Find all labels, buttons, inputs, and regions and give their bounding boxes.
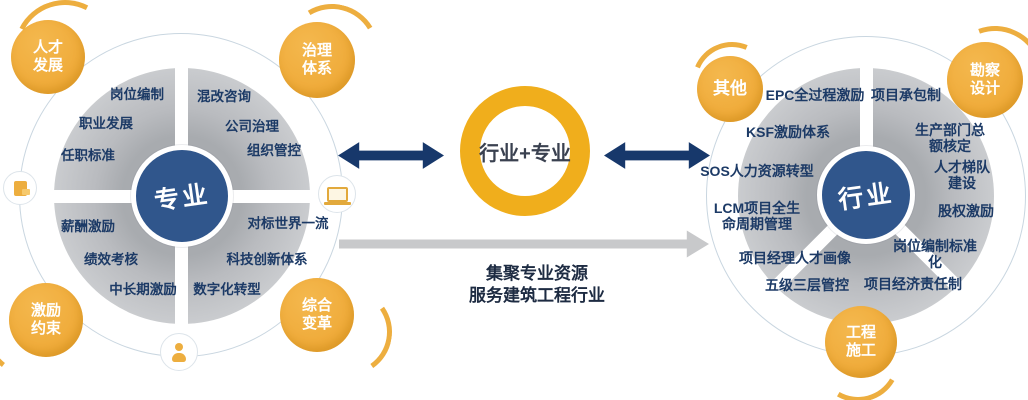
person-icon (160, 333, 198, 371)
right-wheel-item-3: KSF激励体系 (746, 124, 830, 140)
right-wheel-hub: 行业 (817, 146, 915, 244)
badge-talent-development: 人才 发展 (11, 20, 85, 94)
right-wheel-item-4: 生产部门总额核定 (915, 122, 985, 154)
right-double-arrow (604, 142, 710, 169)
left-wheel-item-5: 任职标准 (61, 148, 115, 163)
right-wheel-item-7: LCM项目全生 命周期管理 (713, 200, 801, 232)
document-icon (3, 171, 37, 205)
right-wheel-item-2: 项目承包制 (871, 87, 941, 103)
laptop-icon (318, 175, 356, 213)
left-wheel-item-1: 岗位编制 (110, 87, 164, 102)
right-wheel-item-1: EPC全过程激励 (765, 87, 865, 103)
badge-comprehensive-reform: 综合 变革 (280, 278, 354, 352)
left-wheel-item-4: 公司治理 (225, 119, 279, 134)
right-wheel-item-10: 岗位编制标准化 (893, 238, 977, 270)
right-wheel-item-6: 人才梯队建设 (934, 159, 990, 191)
right-wheel-item-11: 五级三层管控 (765, 277, 849, 293)
left-wheel-item-8: 对标世界一流 (247, 216, 329, 231)
document-glyph (13, 180, 30, 196)
right-wheel-item-8: 股权激励 (938, 203, 994, 219)
center-caption: 集聚专业资源 服务建筑工程行业 (469, 264, 605, 305)
left-wheel-item-3: 职业发展 (79, 116, 133, 131)
left-wheel-item-9: 绩效考核 (84, 252, 138, 267)
right-wheel-item-5: SOS人力资源转型 (700, 163, 814, 179)
left-hub-label: 专业 (152, 180, 212, 216)
left-wheel-item-10: 科技创新体系 (226, 252, 308, 267)
left-wheel-item-7: 薪酬激励 (61, 219, 115, 234)
right-wheel-item-12: 项目经济责任制 (864, 276, 962, 292)
laptop-glyph (323, 186, 351, 205)
left-wheel-item-11: 中长期激励 (109, 282, 177, 297)
right-wheel-item-9: 项目经理人才画像 (739, 250, 851, 266)
right-hub-label: 行业 (836, 179, 896, 215)
badge-incentive-constraint: 激励 约束 (9, 283, 83, 357)
industry-plus-professional-ring: 行业+专业 (460, 86, 590, 216)
left-wheel-hub: 专业 (131, 145, 233, 247)
badge-survey-design: 勘察 设计 (947, 42, 1023, 118)
ring-label: 行业+专业 (479, 142, 571, 165)
person-glyph (170, 342, 188, 362)
left-wheel-item-6: 组织管控 (247, 143, 301, 158)
left-wheel-item-2: 混改咨询 (197, 89, 251, 104)
gray-flow-arrow (339, 230, 709, 258)
left-wheel-item-12: 数字化转型 (193, 282, 261, 297)
badge-engineering-construction: 工程 施工 (825, 306, 897, 378)
badge-governance-system: 治理 体系 (279, 22, 355, 98)
left-double-arrow (338, 142, 444, 169)
badge-other: 其他 (697, 56, 763, 122)
